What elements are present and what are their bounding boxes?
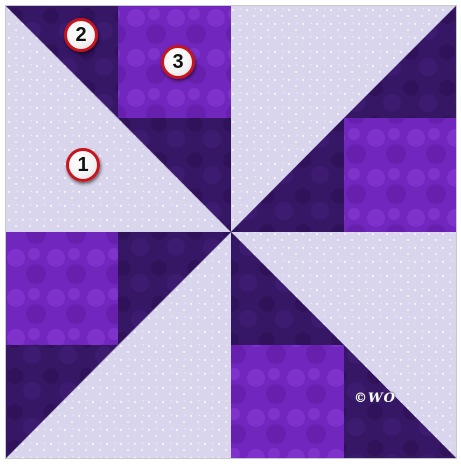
marker-badge-3: 3	[161, 45, 195, 79]
purple-square-top-right	[344, 118, 456, 232]
purple-square-bottom-left	[6, 232, 118, 345]
marker-label-1: 1	[77, 155, 88, 175]
marker-badge-2: 2	[64, 18, 98, 52]
marker-label-3: 3	[172, 52, 183, 72]
marker-label-2: 2	[75, 25, 86, 45]
purple-square-bottom-right	[231, 345, 344, 458]
copyright-watermark: ©WO	[354, 391, 396, 406]
marker-badge-1: 1	[66, 148, 100, 182]
